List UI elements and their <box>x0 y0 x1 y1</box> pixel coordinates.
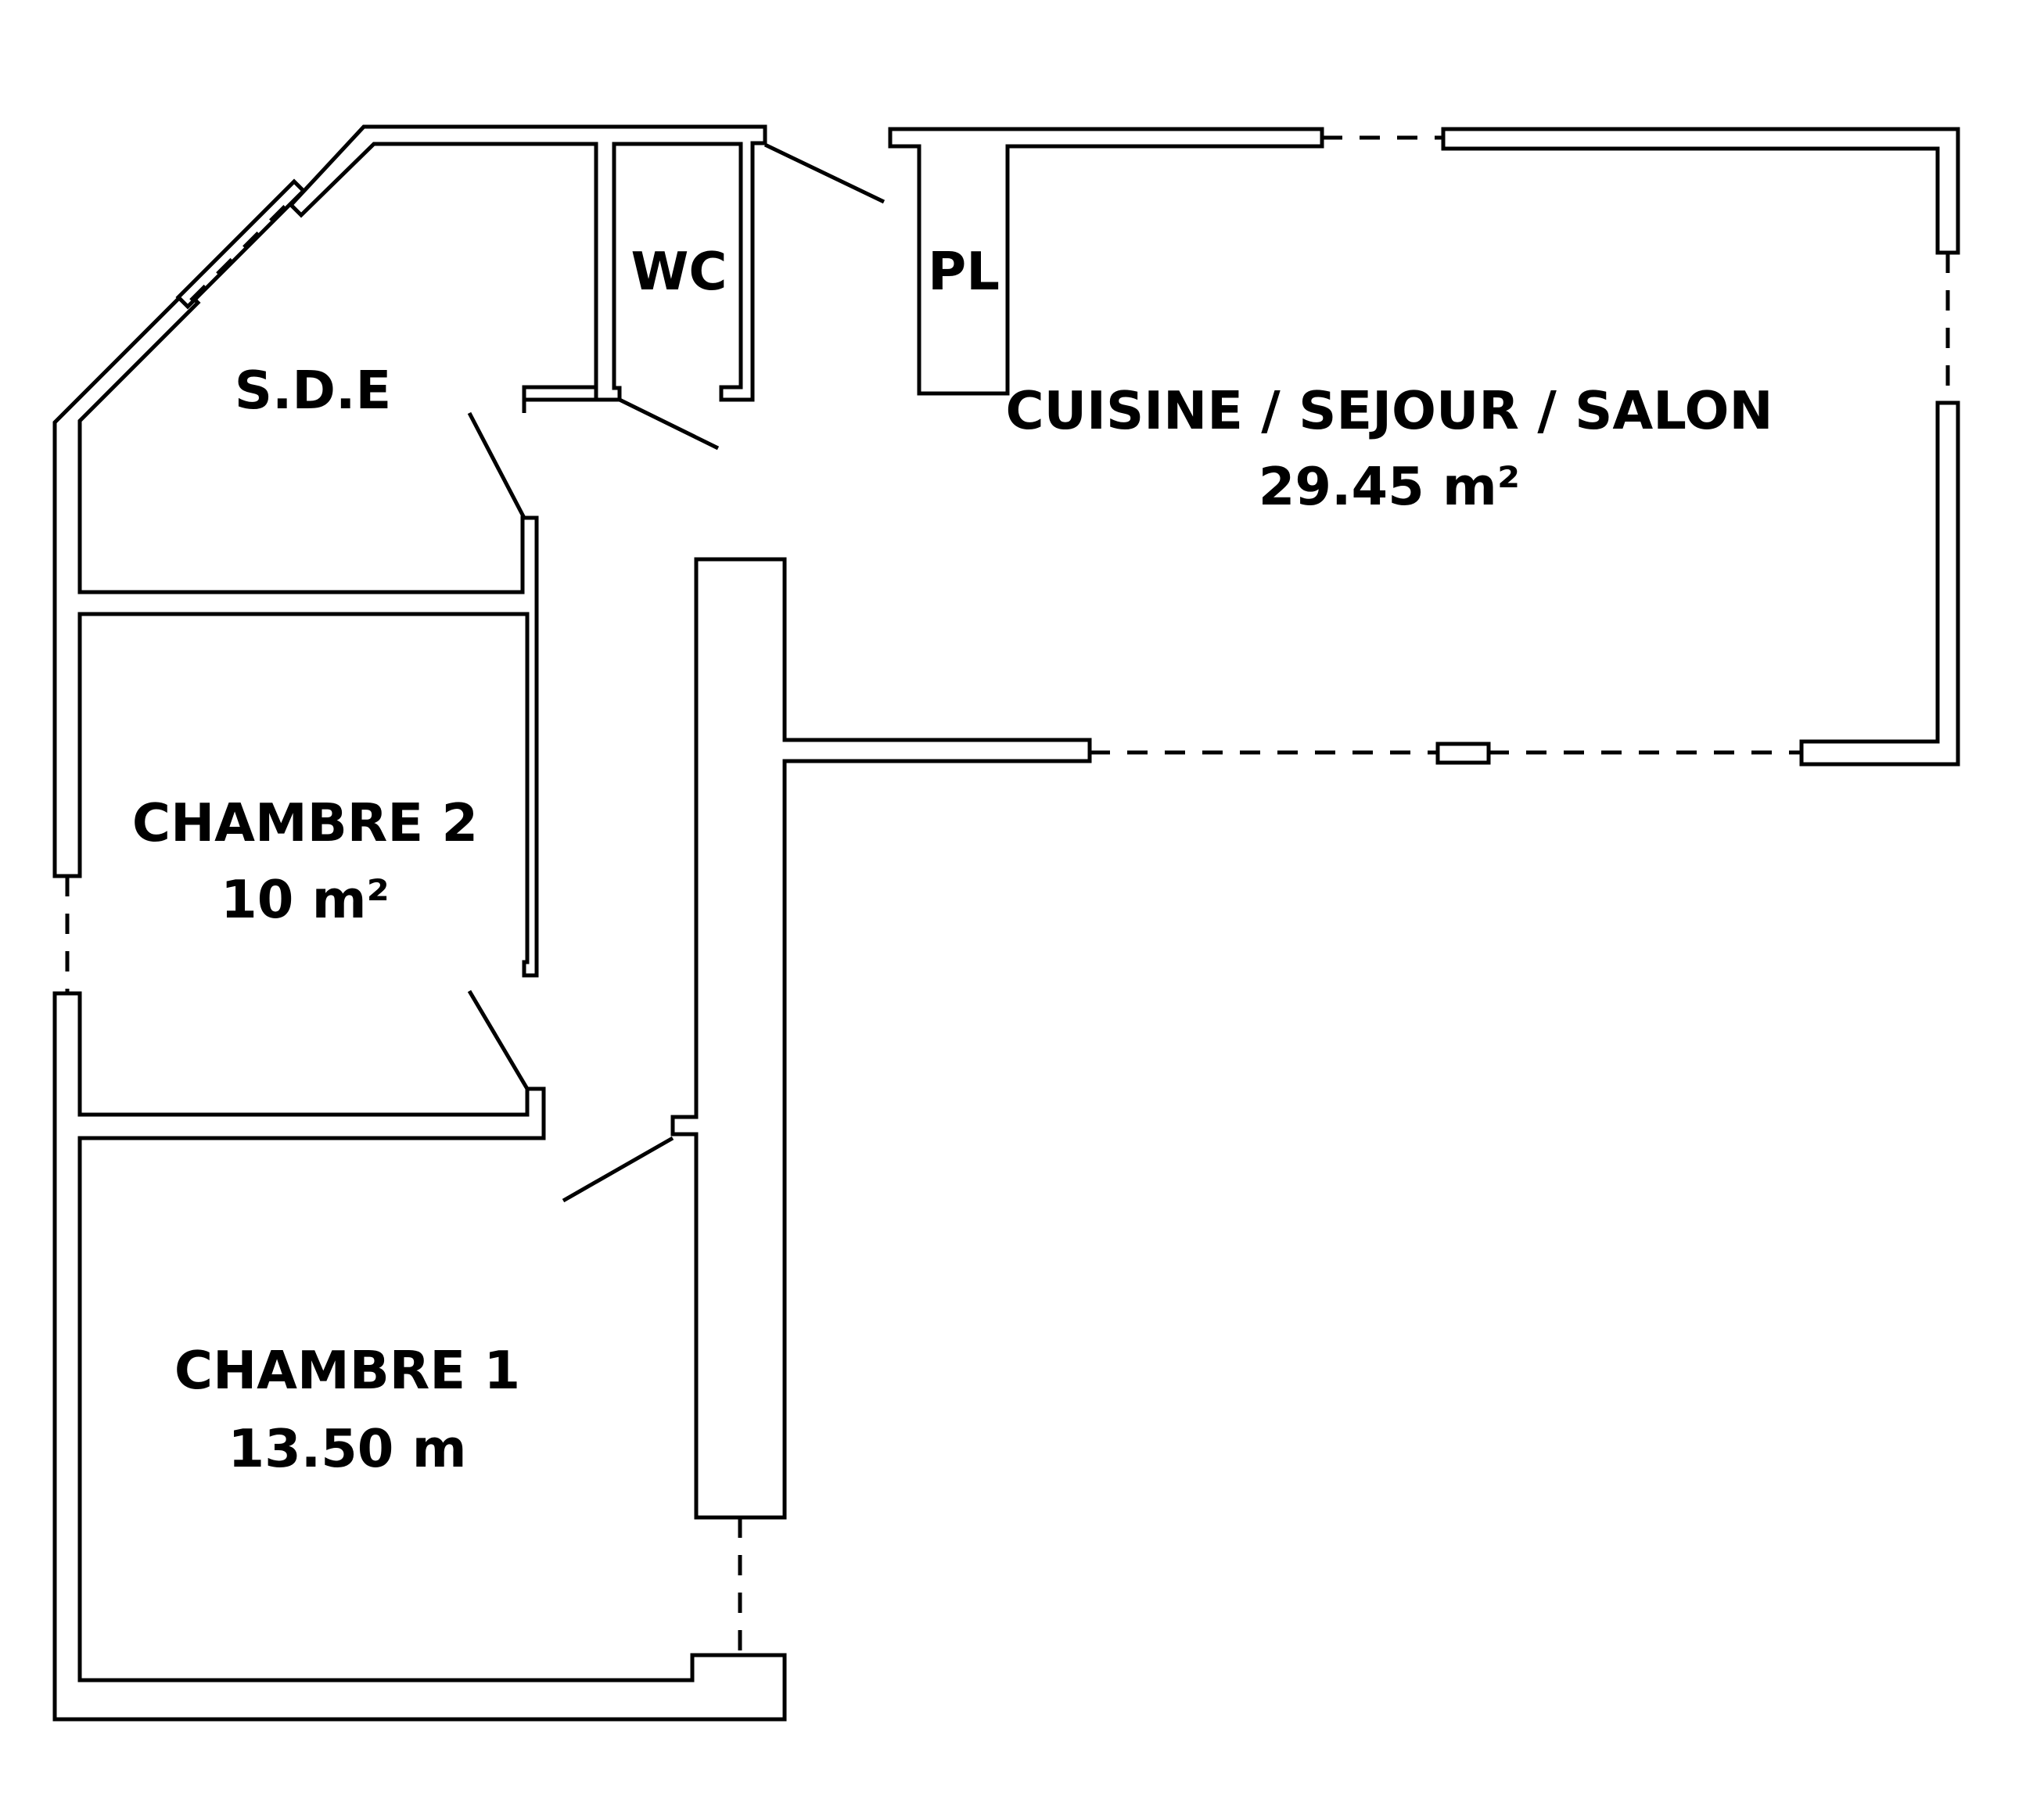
window-mullion <box>1435 742 1491 765</box>
label-bedroom2-area: 10 m² <box>221 869 390 930</box>
openings <box>65 135 1950 1655</box>
label-wc: WC <box>630 241 727 302</box>
wall-wc-stub <box>522 385 598 402</box>
door-bedroom2 <box>467 989 530 1090</box>
label-living-name: CUISINE / SEJOUR / SALON <box>1005 380 1773 441</box>
doors <box>467 142 885 1203</box>
door-sde <box>467 411 526 519</box>
wall-living-top-left <box>888 127 1324 396</box>
wall-living-right <box>1799 400 1960 767</box>
window-sde-diagonal <box>189 196 296 302</box>
label-pl: PL <box>928 241 1000 302</box>
wall-top-sde-wc <box>288 124 767 413</box>
label-bedroom2-name: CHAMBRE 2 <box>132 792 478 853</box>
label-sde: S.D.E <box>235 360 392 421</box>
walls <box>52 124 1960 1722</box>
wall-living-top-right <box>1441 127 1960 255</box>
wall-diagonal-upper <box>175 178 307 310</box>
label-bedroom1-name: CHAMBRE 1 <box>174 1340 520 1401</box>
door-wc <box>618 397 720 451</box>
door-entry <box>763 142 885 204</box>
wall-bedroom1-outer <box>52 991 787 1722</box>
door-bedroom1 <box>562 1136 674 1203</box>
wall-central-partition <box>670 557 1092 1520</box>
label-living-area: 29.45 m² <box>1259 456 1520 517</box>
room-labels: S.D.E WC PL CUISINE / SEJOUR / SALON 29.… <box>132 241 1773 1479</box>
label-bedroom1-area: 13.50 m <box>228 1418 466 1479</box>
